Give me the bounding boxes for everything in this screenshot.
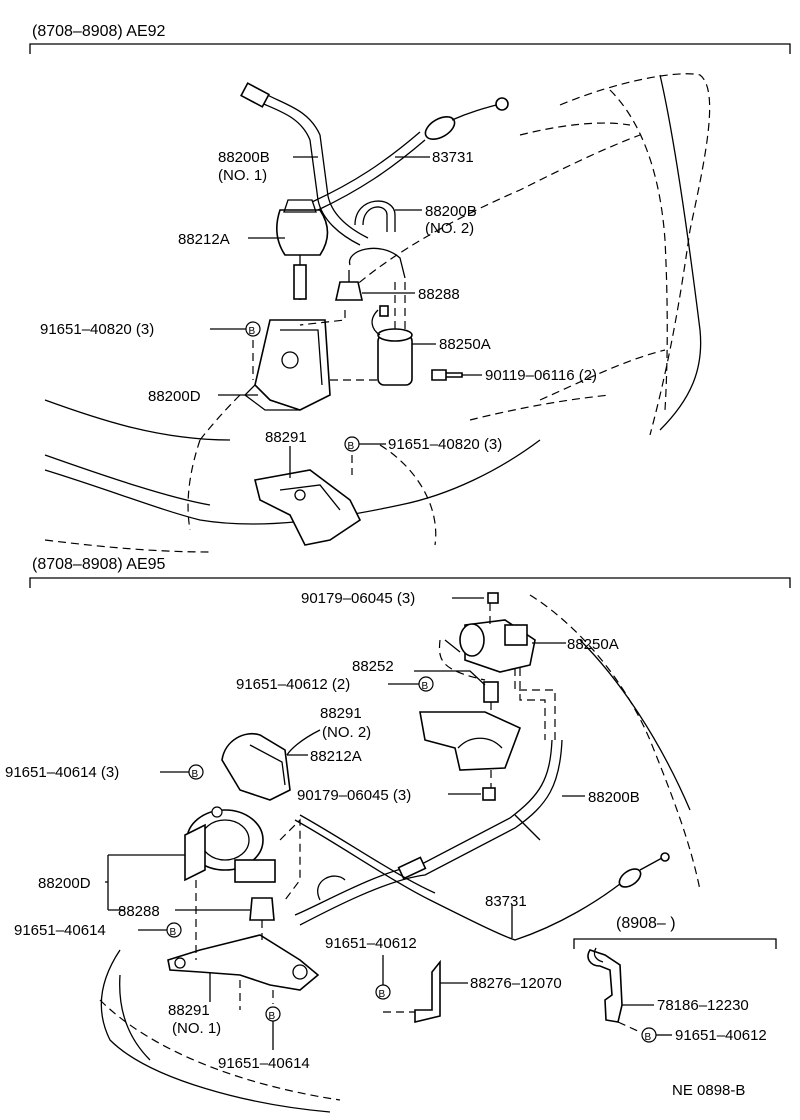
- label-90119-06116: 90119–06116 (2): [485, 367, 597, 384]
- label-88200b: 88200B: [588, 789, 640, 806]
- valve-88252: [483, 681, 499, 703]
- section-title-ae95: (8708–8908) AE95: [32, 556, 166, 573]
- label-91651-40612-8908: 91651–40612: [675, 1027, 767, 1044]
- label-88288: 88288: [418, 286, 460, 303]
- bracket-88291: [254, 469, 362, 546]
- svg-text:B: B: [170, 927, 177, 938]
- diagram-code: NE 0898-B: [672, 1082, 745, 1099]
- svg-text:B: B: [379, 989, 386, 1000]
- label-no1: (NO. 1): [172, 1020, 221, 1037]
- label-91651-40820-top: 91651–40820 (3): [40, 321, 154, 338]
- label-83731: 83731: [432, 149, 474, 166]
- label-91651-40614-left: 91651–40614: [14, 922, 106, 939]
- label-78186-12230: 78186–12230: [657, 997, 749, 1014]
- label-88200d: 88200D: [38, 875, 91, 892]
- label-88252: 88252: [352, 658, 394, 675]
- accelerator-cable-83731: [317, 139, 426, 211]
- bracket-88291-no1: [167, 934, 320, 991]
- actuator-cover-88212a: [275, 209, 329, 256]
- section-title-8908: (8908– ): [616, 915, 676, 932]
- screw-90119: [431, 369, 463, 381]
- label-88200b-no2: 88200B: [425, 203, 477, 220]
- nut-90179: [487, 592, 499, 604]
- label-88212a: 88212A: [178, 231, 230, 248]
- label-88250a: 88250A: [567, 636, 619, 653]
- label-91651-40612: 91651–40612: [325, 935, 417, 952]
- label-91651-40614-bottom: 91651–40614: [218, 1055, 310, 1072]
- actuator-rod: [293, 264, 307, 300]
- engine-outline-dashed: [529, 594, 701, 891]
- hose-end-fitting: [240, 82, 270, 108]
- vacuum-valve-88288: [249, 897, 275, 921]
- label-no1: (NO. 1): [218, 167, 267, 184]
- label-88291-no2: 88291: [320, 705, 362, 722]
- section-title-ae92: (8708–8908) AE92: [32, 23, 166, 40]
- cable-end-adjuster: [424, 116, 456, 140]
- section-ae92-frame: [29, 43, 791, 54]
- section-8908: (8908– ) B 78186–12230 91651–40612: [573, 915, 777, 1044]
- label-88212a: 88212A: [310, 748, 362, 765]
- label-91651-40614-3: 91651–40614 (3): [5, 764, 119, 781]
- vacuum-pipe-88200b: [294, 739, 553, 916]
- svg-text:B: B: [269, 1011, 276, 1022]
- label-88250a: 88250A: [439, 336, 491, 353]
- label-90179-06045-bottom: 90179–06045 (3): [297, 787, 411, 804]
- label-91651-40820-bottom: 91651–40820 (3): [388, 436, 502, 453]
- accelerator-cable-83731: [294, 819, 626, 941]
- body-panel: [44, 399, 231, 441]
- vacuum-hose-88200b-no2: [354, 200, 396, 232]
- label-no2: (NO. 2): [425, 220, 474, 237]
- cable-end-adjuster: [618, 868, 642, 888]
- nut-90179: [482, 787, 496, 801]
- label-88200b-no1: 88200B: [218, 149, 270, 166]
- section-ae92: (8708–8908) AE92: [29, 23, 791, 553]
- label-88200d: 88200D: [148, 388, 201, 405]
- bracket-78186-12230: [587, 949, 623, 1023]
- label-88288: 88288: [118, 903, 160, 920]
- label-88291-no1: 88291: [168, 1002, 210, 1019]
- svg-text:B: B: [348, 441, 355, 452]
- svg-text:B: B: [422, 681, 429, 692]
- label-83731: 83731: [485, 893, 527, 910]
- vacuum-hose-88200b-no1: [254, 99, 361, 246]
- engine-outline-dashed: [559, 73, 711, 436]
- label-90179-06045-top: 90179–06045 (3): [301, 590, 415, 607]
- actuator-cover-88212a: [221, 733, 291, 801]
- label-no2: (NO. 2): [322, 724, 371, 741]
- svg-text:B: B: [645, 1032, 652, 1043]
- bracket-88291-no2: [419, 711, 522, 771]
- label-88276-12070: 88276–12070: [470, 975, 562, 992]
- section-ae95-frame: [29, 577, 791, 588]
- label-91651-40612-2: 91651–40612 (2): [236, 676, 350, 693]
- section-ae95: (8708–8908) AE95: [5, 556, 791, 1113]
- label-88291: 88291: [265, 429, 307, 446]
- clip-88276-12070: [414, 959, 441, 1024]
- svg-text:B: B: [249, 326, 256, 337]
- vacuum-valve-88288: [335, 281, 363, 301]
- svg-text:B: B: [192, 769, 199, 780]
- section-8908-frame: [573, 938, 777, 949]
- actuator-88250a: [377, 334, 413, 386]
